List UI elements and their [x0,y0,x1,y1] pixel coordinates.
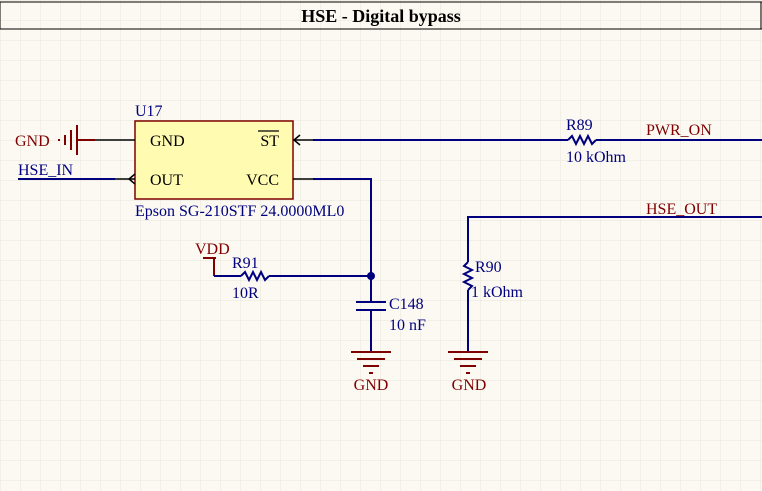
u17-pin-gnd-label: GND [150,133,185,150]
c148-value: 10 nF [389,317,426,334]
r91-resistor[interactable] [240,269,270,283]
r90-value: 1 kOhm [471,284,524,301]
hse-out-label: HSE_OUT [646,201,717,218]
r90-resistor[interactable] [461,261,475,291]
hse-in-label: HSE_IN [18,162,74,179]
gnd-left-symbol[interactable] [58,125,95,155]
gnd-c148-label: GND [354,377,389,394]
u17-pin-st-label: ST [260,133,279,150]
r91-value: 10R [232,285,259,302]
u17-designator: U17 [135,103,163,120]
gnd-r90-label: GND [452,377,487,394]
r91-designator: R91 [232,255,259,272]
gnd-r90-symbol[interactable] [448,351,488,374]
r89-resistor[interactable] [567,133,597,147]
u17-st-arrow-icon [292,134,301,146]
r89-value: 10 kOhm [566,149,627,166]
u17-body [134,120,294,200]
hse-out-wire[interactable] [467,216,762,262]
pwr-on-label: PWR_ON [646,122,712,139]
gnd-c148-symbol[interactable] [351,351,391,374]
c148-capacitor[interactable] [356,301,386,352]
vdd-label: VDD [195,241,230,258]
sheet-title: HSE - Digital bypass [301,6,461,26]
c148-designator: C148 [389,296,424,313]
u17-part[interactable] [95,120,313,200]
vdd-power-port[interactable] [203,257,216,276]
r89-designator: R89 [566,117,593,134]
vcc-wire[interactable] [313,178,372,302]
u17-pin-out-label: OUT [150,172,183,189]
title-frame [0,1,762,30]
u17-pin-vcc-label: VCC [246,172,279,189]
r90-designator: R90 [475,259,502,276]
u17-out-arrow-icon [127,173,136,185]
gnd-left-label: GND [15,133,50,150]
u17-value: Epson SG-210STF 24.0000ML0 [135,203,344,220]
